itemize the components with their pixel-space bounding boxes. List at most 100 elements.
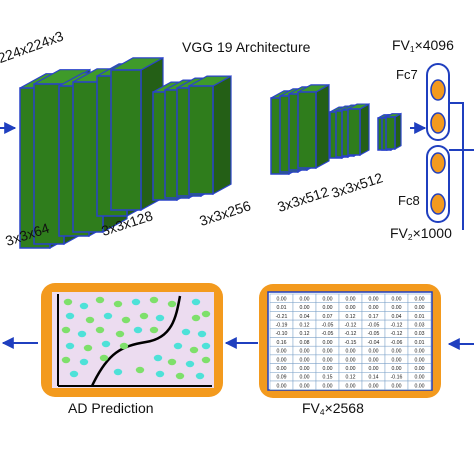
- table-cell-value: 0.12: [345, 314, 355, 320]
- scatter-point: [201, 356, 211, 364]
- table-cell-value: 0.00: [276, 366, 286, 372]
- table-cell-value: 0.01: [414, 340, 424, 346]
- table-cell-value: -0.21: [276, 314, 288, 320]
- fc-node: [430, 79, 446, 101]
- scatter-point: [113, 300, 123, 308]
- table-cell-value: 0.00: [345, 366, 355, 372]
- fc-node: [430, 152, 446, 174]
- table-cell-value: 0.00: [391, 357, 401, 363]
- table-cell-value: 0.00: [299, 366, 309, 372]
- scatter-point: [77, 330, 87, 338]
- table-cell-value: 0.00: [391, 305, 401, 311]
- scatter-point: [101, 340, 111, 348]
- fc-node: [430, 193, 446, 215]
- table-cell-value: 0.00: [391, 296, 401, 302]
- table-cell-value: 0.00: [345, 349, 355, 355]
- table-cell-value: 0.04: [391, 314, 401, 320]
- table-cell-value: 0.00: [299, 349, 309, 355]
- table-cell-value: 0.00: [276, 296, 286, 302]
- table-cell-value: 0.00: [368, 357, 378, 363]
- table-cell-value: 0.00: [368, 366, 378, 372]
- table-cell-value: 0.00: [391, 366, 401, 372]
- scatter-point: [195, 372, 205, 380]
- scatter-point: [133, 326, 143, 334]
- table-cell-value: 0.00: [299, 357, 309, 363]
- scatter-point: [95, 296, 105, 304]
- fv1-label: FV1×4096: [392, 37, 454, 55]
- scatter-point: [99, 354, 109, 362]
- table-cell-value: -0.12: [345, 331, 357, 337]
- table-cell-value: 0.00: [276, 383, 286, 389]
- scatter-point: [79, 302, 89, 310]
- table-cell-value: 0.00: [368, 349, 378, 355]
- scatter-point: [103, 312, 113, 320]
- scatter-point: [83, 344, 93, 352]
- scatter-point: [167, 358, 177, 366]
- table-cell-value: 0.00: [414, 383, 424, 389]
- fc7-label: Fc7: [396, 67, 418, 82]
- table-cell-value: 0.00: [414, 349, 424, 355]
- table-cell-value: 0.07: [322, 314, 332, 320]
- table-cell-value: -0.12: [391, 331, 403, 337]
- table-cell-value: 0.00: [299, 375, 309, 381]
- table-cell-value: 0.00: [276, 357, 286, 363]
- scatter-point: [197, 330, 207, 338]
- architecture-title: VGG 19 Architecture: [182, 39, 311, 55]
- table-cell-value: -0.04: [368, 340, 380, 346]
- vgg-layer-stack: [19, 56, 402, 250]
- fv4-label: FV4×2568: [302, 400, 364, 418]
- scatter-point: [201, 310, 211, 318]
- table-cell-value: 0.00: [345, 305, 355, 311]
- conv-layer: [188, 75, 232, 196]
- table-cell-value: -0.15: [345, 340, 357, 346]
- scatter-point: [135, 366, 145, 374]
- table-cell-value: 0.17: [368, 314, 378, 320]
- table-cell-value: 0.00: [414, 366, 424, 372]
- feature-table: 0.00 0.00 0.00 0.00 0.00 0.00 0.00 0.01 0.00 0.00…: [269, 293, 432, 390]
- table-cell-value: 0.00: [299, 305, 309, 311]
- table-cell-value: 0.00: [414, 305, 424, 311]
- scatter-point: [149, 326, 159, 334]
- table-cell-value: 0.03: [414, 323, 424, 329]
- scatter-point: [115, 330, 125, 338]
- table-cell-value: -0.05: [368, 323, 380, 329]
- table-cell-value: 0.00: [322, 296, 332, 302]
- table-cell-value: 0.14: [368, 375, 378, 381]
- table-cell-value: 0.08: [299, 340, 309, 346]
- table-cell-value: 0.15: [322, 375, 332, 381]
- scatter-point: [201, 342, 211, 350]
- scatter-point: [155, 370, 165, 378]
- table-cell-value: 0.01: [276, 305, 286, 311]
- scatter-point: [153, 354, 163, 362]
- scatter-point: [119, 342, 129, 350]
- conv-layer: [297, 83, 330, 170]
- fc-node: [430, 112, 446, 134]
- scatter-point: [85, 316, 95, 324]
- table-cell-value: 0.03: [414, 331, 424, 337]
- table-cell-value: 0.00: [322, 305, 332, 311]
- table-cell-value: -0.19: [276, 323, 288, 329]
- table-cell-value: -0.05: [368, 331, 380, 337]
- table-cell-value: 0.00: [299, 296, 309, 302]
- table-cell-value: -0.10: [276, 331, 288, 337]
- table-cell-value: -0.06: [391, 340, 403, 346]
- scatter-point: [121, 316, 131, 324]
- table-cell-value: 0.01: [414, 314, 424, 320]
- scatter-point: [191, 314, 201, 322]
- scatter-point: [61, 326, 71, 334]
- decision-boundary: [90, 295, 182, 387]
- table-cell-value: 0.00: [276, 349, 286, 355]
- table-cell-value: 0.00: [299, 383, 309, 389]
- scatter-point: [65, 342, 75, 350]
- prediction-label: AD Prediction: [68, 400, 154, 416]
- table-cell-value: 0.09: [276, 375, 286, 381]
- scatter-point: [185, 360, 195, 368]
- table-cell-value: 0.00: [414, 296, 424, 302]
- table-cell-value: 0.04: [299, 314, 309, 320]
- table-cell-value: -0.05: [322, 331, 334, 337]
- table-cell: [407, 380, 432, 390]
- scatter-point: [61, 356, 71, 364]
- scatter-point: [173, 342, 183, 350]
- table-cell-value: 0.00: [368, 296, 378, 302]
- scatter-point: [69, 370, 79, 378]
